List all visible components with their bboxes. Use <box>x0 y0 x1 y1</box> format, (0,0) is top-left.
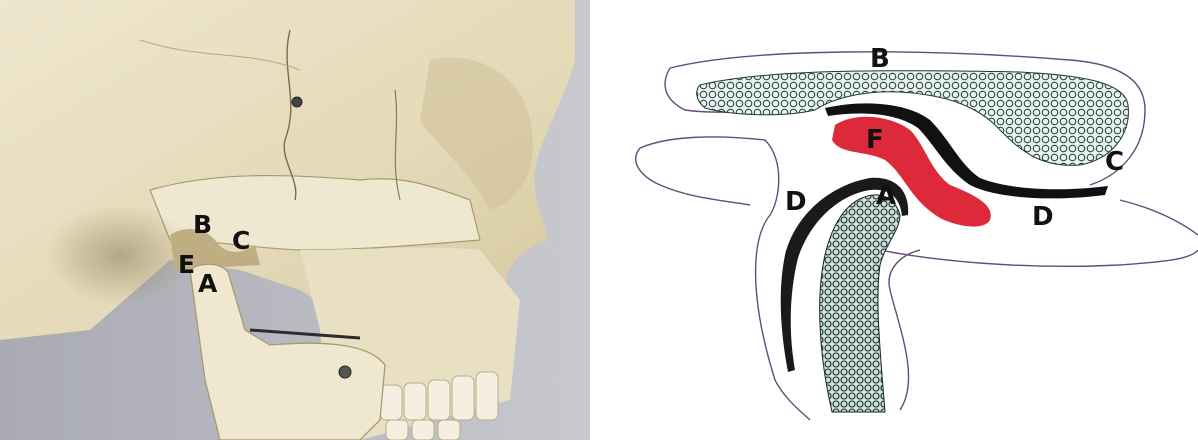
ramus-outline <box>889 250 920 410</box>
label-f: F <box>866 125 884 155</box>
mandibular-condyle <box>820 195 900 412</box>
label-c: C <box>232 226 250 255</box>
label-a: A <box>876 181 896 211</box>
label-a: A <box>198 269 218 298</box>
capsule-outline <box>1120 200 1198 235</box>
label-b: B <box>870 44 890 74</box>
label-c: C <box>1105 147 1124 177</box>
label-d-left: D <box>785 187 807 217</box>
label-e: E <box>178 250 195 279</box>
skull-photo-panel: B C E A <box>0 0 590 440</box>
tmj-diagram-panel: B F C D A D <box>600 0 1198 440</box>
skull-photo: B C E A <box>0 0 590 440</box>
label-b: B <box>193 210 212 239</box>
screw-icon <box>292 97 302 107</box>
label-d-right: D <box>1032 202 1054 232</box>
tmj-diagram: B F C D A D <box>600 0 1198 440</box>
capsule-outline <box>636 148 750 205</box>
ear-region-shade <box>45 205 195 305</box>
capsule-outline <box>880 250 1198 266</box>
mandible-screw-icon <box>339 366 351 378</box>
